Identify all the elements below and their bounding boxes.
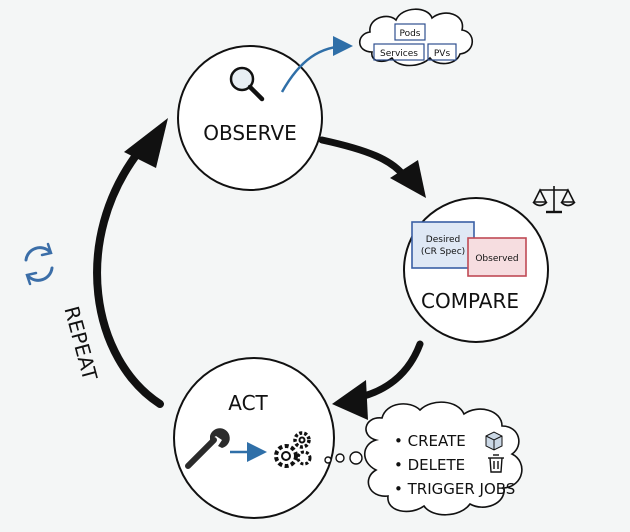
- action-item-trigger-jobs: • TRIGGER JOBS: [394, 480, 515, 498]
- refresh-icon: [24, 242, 54, 286]
- pvs-label: PVs: [434, 49, 451, 59]
- pvs-box: [427, 43, 457, 61]
- cube-icon: [485, 431, 503, 451]
- arrow-compare-to-act: [332, 340, 424, 420]
- act-circle: [173, 357, 335, 519]
- action-item-create: • CREATE: [394, 432, 466, 450]
- observe-circle: [177, 45, 323, 191]
- resources-cloud: Pods Services PVs: [358, 8, 474, 67]
- pods-label: Pods: [399, 29, 420, 39]
- thought-bubbles: [324, 451, 363, 465]
- desired-label: Desired: [426, 235, 460, 245]
- observe-stage: OBSERVE: [177, 36, 353, 191]
- desired-box: [411, 221, 475, 269]
- act-label: ACT: [228, 391, 268, 415]
- compare-label: COMPARE: [421, 289, 519, 313]
- repeat-label: REPEAT: [59, 304, 102, 384]
- act-stage: ACT: [173, 357, 335, 519]
- magnifier-icon: [229, 66, 265, 102]
- actions-cloud: • CREATE • DELETE • TRIGGER JOBS: [363, 401, 523, 516]
- observe-label: OBSERVE: [203, 121, 297, 145]
- gears-icon: [274, 431, 312, 468]
- pods-box: [394, 23, 426, 41]
- arrow-repeat-loop: [93, 118, 168, 408]
- cloud-shape: [358, 8, 474, 67]
- observed-box: [467, 237, 527, 277]
- services-box: [373, 43, 425, 61]
- scales-icon: [532, 186, 576, 214]
- observed-label: Observed: [475, 254, 518, 264]
- cloud-shape: [363, 401, 523, 516]
- action-item-delete: • DELETE: [394, 456, 465, 474]
- compare-stage: Desired (CR Spec) Observed COMPARE: [403, 197, 549, 343]
- arrow-observe-to-compare: [318, 136, 426, 198]
- wrench-icon: [185, 428, 230, 469]
- trash-icon: [488, 454, 504, 473]
- services-label: Services: [380, 49, 418, 59]
- desired-sublabel: (CR Spec): [421, 247, 465, 257]
- observe-arrow-icon: [280, 36, 353, 93]
